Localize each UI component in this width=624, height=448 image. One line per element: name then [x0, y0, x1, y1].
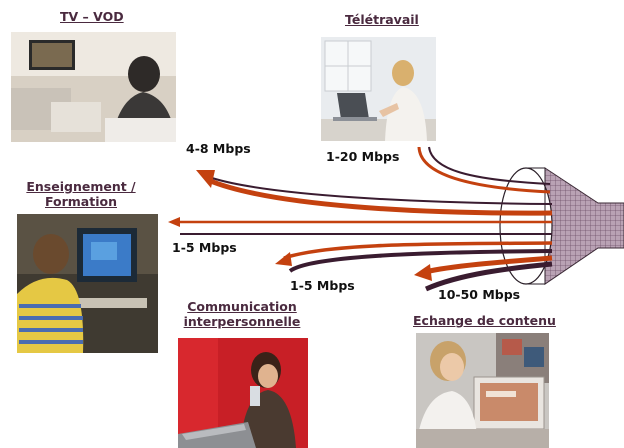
communication-photo: [178, 338, 308, 448]
enseignement-title-line2: Formation: [45, 194, 117, 209]
tv-vod-arrow-thick: [207, 177, 553, 216]
communication-title: Communication interpersonnelle: [180, 299, 304, 329]
communication-arrow-orange: [283, 241, 553, 260]
echange-photo: [416, 333, 549, 448]
tv-vod-arrowhead: [196, 170, 215, 188]
communication-arrow-dark: [288, 249, 553, 273]
tv-vod-arrow-thin: [211, 177, 553, 205]
communication-title-line2: interpersonnelle: [183, 314, 301, 329]
communication-bitrate: 1-5 Mbps: [290, 278, 355, 293]
enseignement-title: Enseignement / Formation: [18, 179, 144, 209]
echange-title: Echange de contenu: [413, 313, 556, 328]
teletravail-arrow-orange: [417, 146, 551, 194]
echange-bitrate: 10-50 Mbps: [438, 287, 521, 302]
teletravail-title: Télétravail: [345, 12, 419, 27]
echange-arrow-orange: [424, 255, 553, 275]
teletravail-bitrate: 1-20 Mbps: [326, 149, 400, 164]
echange-arrowhead: [414, 264, 432, 281]
communication-arrowhead: [275, 252, 292, 266]
tv-vod-photo: [11, 32, 176, 142]
enseignement-photo: [17, 214, 158, 353]
tv-vod-bitrate: 4-8 Mbps: [186, 141, 251, 156]
teletravail-photo: [321, 37, 436, 141]
echange-arrow-dark: [424, 261, 553, 292]
enseignement-bitrate: 1-5 Mbps: [172, 240, 237, 255]
tv-vod-title: TV – VOD: [60, 9, 124, 24]
teletravail-arrow-dark: [428, 146, 551, 185]
enseignement-arrowhead: [168, 217, 180, 227]
communication-title-line1: Communication: [187, 299, 297, 314]
funnel-pipe-icon: [499, 167, 624, 285]
enseignement-title-line1: Enseignement /: [26, 179, 136, 194]
